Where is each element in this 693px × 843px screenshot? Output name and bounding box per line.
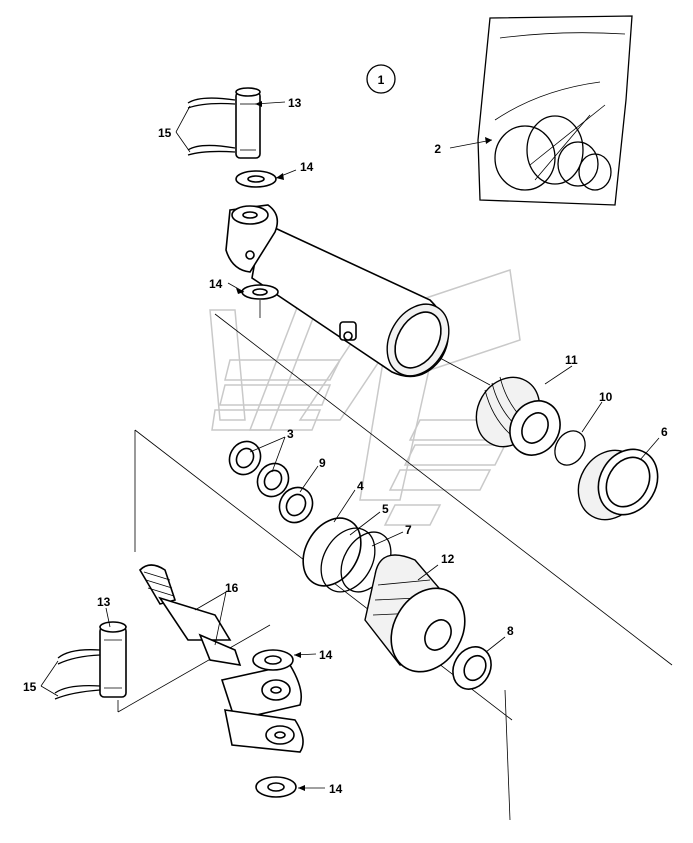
pivot-pin-bottom (99, 621, 127, 698)
piston-rod (138, 564, 242, 667)
assembly-number: 1 (378, 73, 385, 87)
callout-15-bottom: 15 (23, 680, 37, 694)
callout-11: 11 (565, 353, 578, 367)
assembly-callout: 1 (366, 64, 396, 94)
retaining-clips-top (187, 97, 236, 156)
washer-bottom (255, 776, 297, 798)
callout-10: 10 (599, 390, 613, 404)
piston (364, 554, 466, 673)
callout-6: 6 (661, 425, 668, 439)
rod-eye-clevis (220, 664, 304, 753)
callout-14-bottom: 14 (329, 782, 343, 796)
washer-top (235, 170, 277, 188)
piston-seals (302, 517, 392, 593)
callout-labels: 2 3 4 5 6 7 8 9 10 11 12 13 13 14 14 14 … (23, 96, 668, 796)
callout-13-top: 13 (288, 96, 302, 110)
callout-2: 2 (434, 142, 441, 156)
o-ring (554, 430, 586, 466)
callout-14-rod: 14 (319, 648, 333, 662)
callout-5: 5 (382, 502, 389, 516)
seal-kit-bag (477, 15, 633, 206)
cylinder-barrel (225, 204, 450, 378)
callout-8: 8 (507, 624, 514, 638)
gland-nut (475, 376, 561, 456)
leader-arrowheads (236, 101, 492, 791)
callout-13-bottom: 13 (97, 595, 111, 609)
callout-7: 7 (405, 523, 412, 537)
callout-9: 9 (319, 456, 326, 470)
callout-16: 16 (225, 581, 239, 595)
callout-15-top: 15 (158, 126, 172, 140)
washer-barrel (241, 284, 279, 318)
retaining-clips-bottom (54, 649, 101, 700)
leader-lines (40, 101, 660, 789)
callout-14-top: 14 (300, 160, 314, 174)
callout-4: 4 (357, 479, 364, 493)
callout-12: 12 (441, 552, 455, 566)
seal-rings (228, 440, 314, 524)
callout-14-barrel: 14 (209, 277, 223, 291)
piston-nut (452, 646, 492, 690)
guide-bushing (577, 448, 659, 521)
explode-guide-lines (117, 313, 673, 821)
callout-3: 3 (287, 427, 294, 441)
washer-rod-upper (252, 649, 294, 671)
pivot-pin-top (235, 87, 261, 159)
